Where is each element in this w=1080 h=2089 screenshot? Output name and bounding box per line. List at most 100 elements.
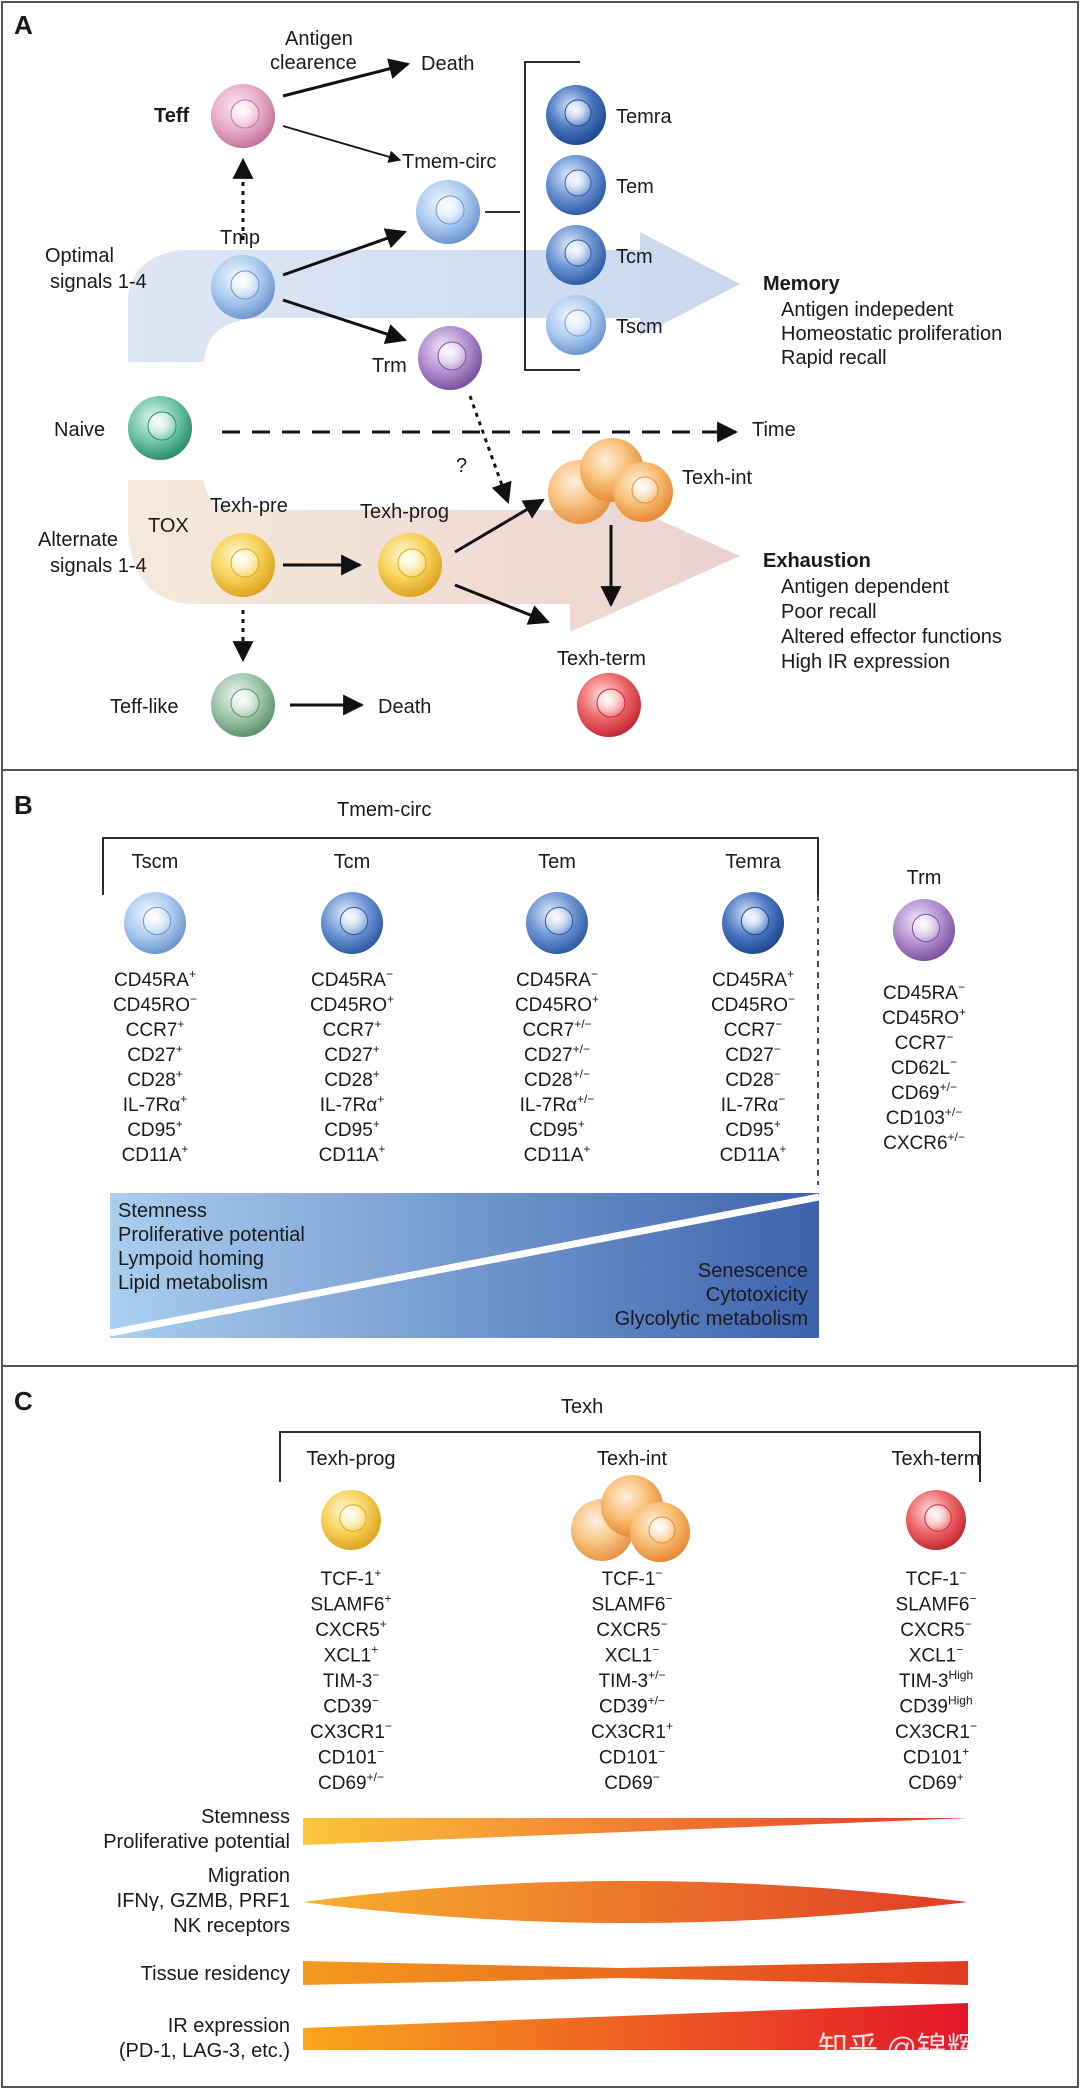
arrow-tmp-trm [282,298,407,345]
naive-label: Naive [54,419,105,441]
temra-cell [546,85,606,145]
b-marker-tem-0: CD45RA− [516,967,598,991]
c-marker-texh-int-6: CX3CR1+ [591,1719,673,1743]
exhaustion-line-2: Poor recall [781,601,877,623]
b-marker-tcm-3: CD27+ [324,1042,380,1066]
gradient-left-2: Proliferative potential [118,1224,305,1246]
bar-migration [303,1881,968,1923]
c-col-title-texh-prog: Texh-prog [307,1448,396,1470]
arrow-teff-tmemcirc [282,125,402,163]
tem-cell [546,155,606,215]
bar-stemness [303,1818,968,1845]
b-marker-tscm-7: CD11A+ [122,1142,189,1166]
death-top-label: Death [421,53,474,75]
c-marker-texh-term-3: XCL1− [909,1643,964,1667]
bar2-label-2: IFNγ, GZMB, PRF1 [117,1890,290,1912]
b-col-title-tem: Tem [538,851,576,873]
c-marker-texh-int-0: TCF-1− [602,1566,663,1590]
tem-label: Tem [616,176,654,198]
b-marker-trm-2: CCR7− [895,1030,954,1054]
alternate-signals-label-1: Alternate [38,529,118,551]
memory-line-1: Antigen indepedent [781,299,954,321]
c-marker-texh-term-0: TCF-1− [906,1566,967,1590]
teff-like-cell [211,673,275,737]
tmem-circ-group-label: Tmem-circ [337,799,431,821]
b-marker-tscm-4: CD28+ [127,1067,183,1091]
c-marker-texh-prog-3: XCL1+ [324,1643,379,1667]
death-bottom-label: Death [378,696,431,718]
bar-tissue-residency [303,1961,968,1985]
panel-c-frame [1,1365,1079,2088]
b-marker-tem-6: CD95+ [529,1117,585,1141]
b-marker-tscm-3: CD27+ [127,1042,183,1066]
antigen-label-1: Antigen [285,28,353,50]
tmem-circ-cell [416,180,480,244]
tmem-circ-label: Tmem-circ [402,151,496,173]
c-marker-texh-term-2: CXCR5− [900,1617,971,1641]
b-marker-trm-5: CD103+/− [886,1105,963,1129]
panel-a-arrows [222,58,739,716]
panel-b: B Tmem-circ TscmCD45RA+CD45RO−CCR7+CD27+… [1,769,1079,1367]
c-marker-texh-term-1: SLAMF6− [896,1592,977,1616]
b-marker-tcm-7: CD11A+ [319,1142,386,1166]
teff-like-label: Teff-like [110,696,179,718]
b-marker-temra-3: CD27− [725,1042,781,1066]
exhaustion-line-3: Altered effector functions [781,626,1002,648]
bar4-label-2: (PD-1, LAG-3, etc.) [119,2040,290,2062]
tmem-circ-bracket [102,837,819,895]
b-marker-tem-4: CD28+/− [524,1067,590,1091]
gradient-right-2: Cytotoxicity [706,1284,808,1306]
c-col-title-texh-term: Texh-term [892,1448,981,1470]
texh-group-label: Texh [561,1396,603,1418]
b-marker-tcm-6: CD95+ [324,1117,380,1141]
c-marker-texh-prog-1: SLAMF6+ [311,1592,392,1616]
b-marker-temra-7: CD11A+ [720,1142,787,1166]
b-marker-tcm-5: IL-7Rα+ [320,1092,384,1116]
tscm-cell [546,295,606,355]
memory-subsets-bracket [524,61,580,371]
b-marker-tscm-6: CD95+ [127,1117,183,1141]
arrow-trm-texhint [468,395,512,504]
panel-c: C Texh Texh-progTCF-1+SLAMF6+CXCR5+XCL1+… [1,1365,1079,2088]
c-cell-texh-term [906,1490,966,1550]
arrow-texhprog-texhterm [454,583,550,625]
c-marker-texh-prog-8: CD69+/− [318,1770,384,1794]
texh-int-cell-cluster [548,438,673,524]
bar1-label-2: Proliferative potential [103,1831,290,1853]
c-marker-texh-term-8: CD69+ [908,1770,964,1794]
b-marker-tem-7: CD11A+ [524,1142,591,1166]
b-marker-tem-2: CCR7+/− [522,1017,591,1041]
bar3-label-1: Tissue residency [141,1963,290,1985]
b-cell-temra [722,892,784,954]
optimal-signals-label-2: signals 1-4 [50,271,147,293]
b-marker-temra-6: CD95+ [725,1117,781,1141]
c-col-title-texh-int: Texh-int [597,1448,667,1470]
gradient-right-3: Glycolytic metabolism [615,1308,808,1330]
b-marker-trm-3: CD62L− [891,1055,957,1079]
tcm-cell [546,225,606,285]
b-marker-tscm-2: CCR7+ [126,1017,185,1041]
exhaustion-line-4: High IR expression [781,651,950,673]
c-marker-texh-prog-7: CD101− [318,1745,384,1769]
watermark: 知乎 @锦辉生物 [818,2032,1037,2065]
bar4-label-1: IR expression [168,2015,290,2037]
naive-cell [128,396,192,460]
tmp-label: Tmp [220,227,260,249]
b-marker-temra-5: IL-7Rα− [721,1092,785,1116]
b-cell-trm [893,899,955,961]
memory-title: Memory [763,273,841,295]
b-marker-tcm-0: CD45RA− [311,967,393,991]
gradient-right-1: Senescence [698,1260,808,1282]
temra-label: Temra [616,106,672,128]
gradient-left-4: Lipid metabolism [118,1272,268,1294]
c-marker-texh-prog-0: TCF-1+ [321,1566,382,1590]
arrow-texhprog-texhint [454,498,545,554]
panel-b-label: B [14,790,33,820]
teff-label: Teff [154,105,190,127]
b-cell-tscm [124,892,186,954]
c-marker-texh-prog-2: CXCR5+ [315,1617,386,1641]
c-cell-texh-int [571,1475,690,1562]
bar-ir-expression [303,2003,968,2050]
b-marker-tcm-1: CD45RO+ [310,992,394,1016]
